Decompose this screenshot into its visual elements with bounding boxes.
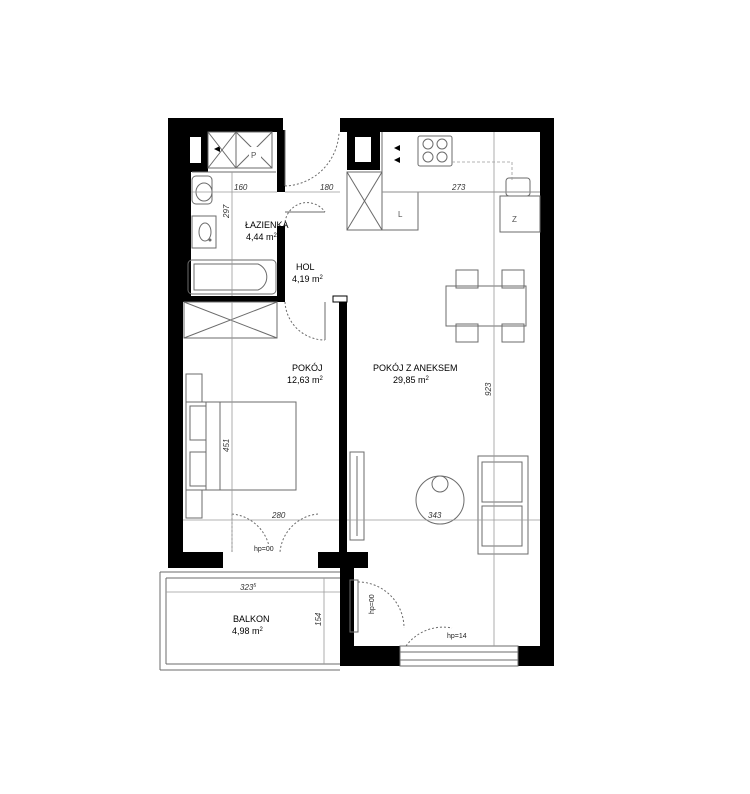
window: [399, 626, 519, 667]
bedroom-furniture: [185, 373, 319, 553]
exterior-walls: [168, 118, 554, 666]
hall-name: HOL: [296, 262, 315, 272]
bathroom-area-sup: 2: [274, 233, 278, 239]
balcony-area: 4,98 m2: [232, 626, 264, 636]
dim-343-label: 343: [428, 511, 442, 520]
dim-273-label: 273: [451, 183, 466, 192]
kitchen-l-marker: L: [398, 210, 403, 219]
living-area: 29,85 m2: [393, 375, 430, 385]
living-area-sup: 2: [426, 376, 430, 382]
dim-154-label: 154: [314, 612, 323, 626]
dim-323-value: 323: [240, 583, 254, 592]
room-area-value: 12,63 m: [287, 375, 320, 385]
hall-area: 4,19 m2: [292, 274, 324, 284]
sofa-set: [349, 451, 529, 555]
balcony-name: BALKON: [233, 614, 270, 624]
room-label-living: POKÓJ Z ANEKSEM 29,85 m2: [373, 363, 458, 385]
room-label-hall: HOL 4,19 m2: [292, 262, 324, 284]
bathroom-area: 4,44 m2: [246, 232, 278, 242]
ventilation-shaft-left: P: [183, 130, 273, 172]
balcony-door: [349, 579, 405, 633]
dim-323-sup: 5: [253, 583, 256, 589]
kitchen-furniture: L Z: [381, 132, 541, 233]
balcony-area-value: 4,98 m: [232, 626, 260, 636]
bathroom-name: ŁAZIENKA: [245, 220, 289, 230]
balcony: [159, 571, 340, 671]
dim-180-label: 180: [320, 183, 334, 192]
wardrobe: [183, 301, 326, 341]
hp-room-door: hp=00: [254, 546, 274, 553]
room-label-room: POKÓJ 12,63 m2: [287, 363, 324, 385]
room-label-bathroom: ŁAZIENKA 4,44 m2: [245, 220, 289, 242]
entrance-door: [284, 130, 340, 187]
kitchen-z-marker: Z: [512, 215, 517, 224]
dimension-lines: [166, 132, 540, 664]
bathroom-area-value: 4,44 m: [246, 232, 274, 242]
room-name: POKÓJ: [292, 363, 323, 373]
dim-160-label: 160: [234, 183, 248, 192]
hp-window: hp=14: [447, 633, 467, 640]
dim-451-label: 451: [222, 439, 231, 452]
living-area-value: 29,85 m: [393, 375, 426, 385]
dim-297-label: 297: [222, 204, 231, 219]
dim-323-label: 3235: [240, 583, 256, 592]
living-name: POKÓJ Z ANEKSEM: [373, 363, 458, 373]
hall-area-value: 4,19 m: [292, 274, 320, 284]
ventilation-shaft-right: [346, 130, 400, 231]
interior-walls: [183, 130, 348, 554]
room-area: 12,63 m2: [287, 375, 324, 385]
balcony-area-sup: 2: [260, 627, 264, 633]
hall-area-sup: 2: [320, 275, 324, 281]
shaft-p-marker: P: [251, 151, 256, 160]
dim-280-label: 280: [271, 511, 286, 520]
room-label-balcony: BALKON 4,98 m2: [232, 614, 270, 636]
room-area-sup: 2: [320, 376, 324, 382]
hp-balcony-door: hp=00: [369, 594, 376, 614]
dining-table: [445, 269, 527, 343]
dim-923-label: 923: [484, 382, 493, 396]
